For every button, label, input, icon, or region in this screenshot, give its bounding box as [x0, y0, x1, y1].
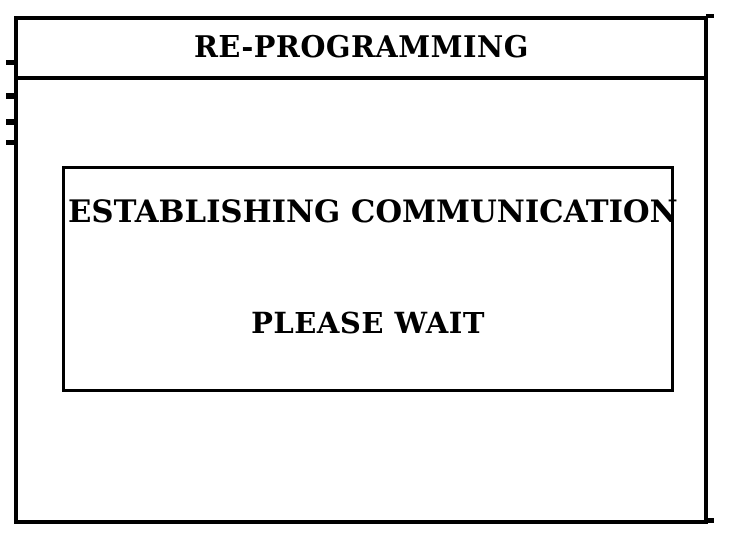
page-title: RE-PROGRAMMING	[193, 30, 529, 65]
scan-artifact-mark	[708, 518, 714, 523]
reprogramming-window: RE-PROGRAMMING ESTABLISHING COMMUNICATIO…	[14, 16, 708, 524]
status-message-panel: ESTABLISHING COMMUNICATION PLEASE WAIT	[62, 166, 678, 392]
scan-artifact-mark	[6, 93, 14, 99]
scan-artifact-mark	[6, 60, 14, 65]
status-message-primary: ESTABLISHING COMMUNICATION	[68, 194, 678, 230]
status-message-secondary: PLEASE WAIT	[251, 306, 485, 340]
scan-artifact-mark	[6, 119, 14, 125]
window-body: ESTABLISHING COMMUNICATION PLEASE WAIT	[18, 80, 704, 520]
scan-artifact-mark	[706, 14, 714, 18]
scan-artifact-mark	[6, 140, 14, 145]
window-title-bar: RE-PROGRAMMING	[18, 20, 704, 80]
